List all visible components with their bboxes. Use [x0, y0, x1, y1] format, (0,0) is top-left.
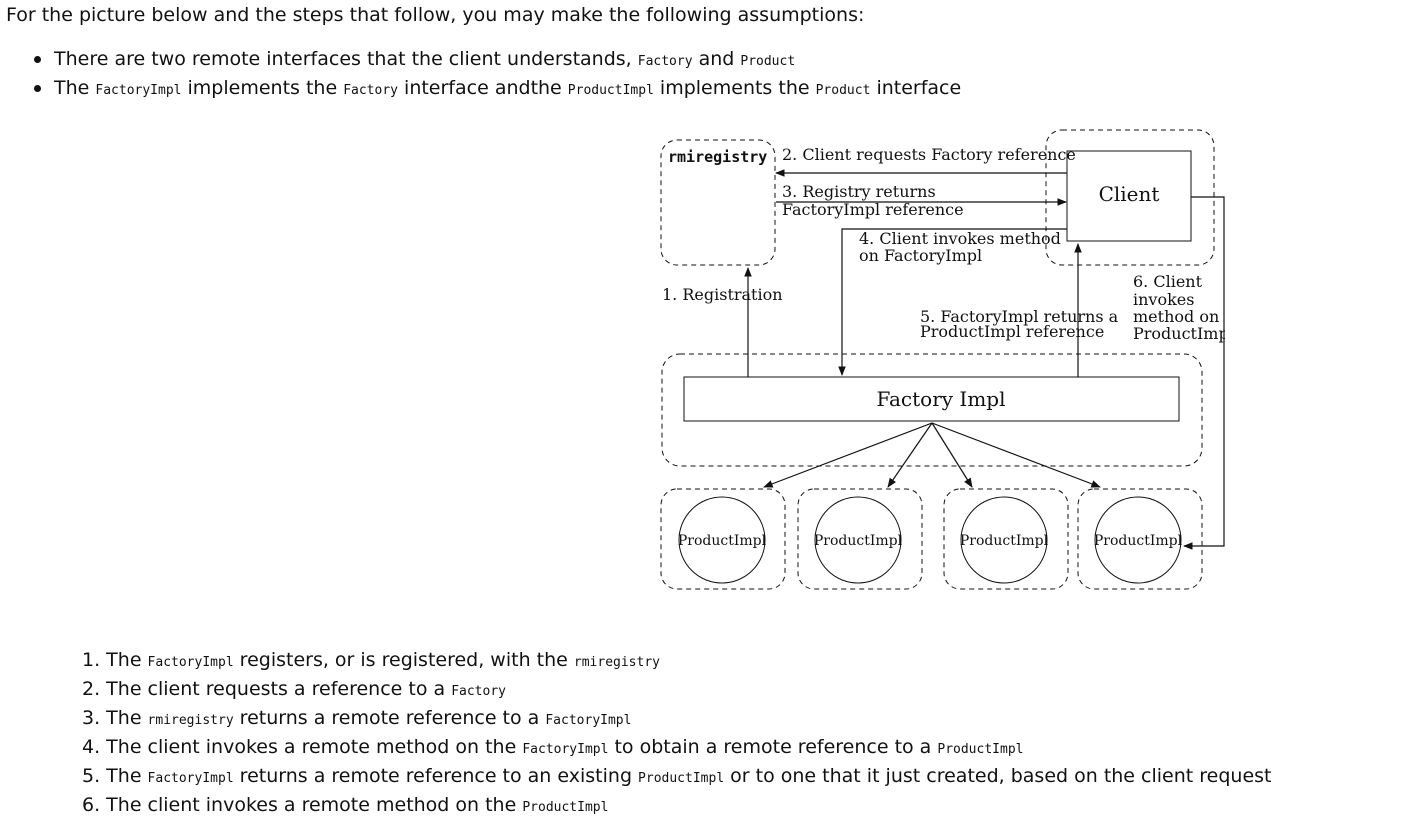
- client-product-label: method on: [1133, 307, 1219, 326]
- client-container: [1045, 129, 1215, 266]
- assumption-text: and: [692, 48, 741, 70]
- product-container: [660, 488, 786, 590]
- client-product-arrow: [1183, 196, 1225, 550]
- step-text: or to one that it just created, based on…: [724, 765, 1272, 787]
- factory-impl-box: [683, 376, 1180, 422]
- product-impl-circle: [678, 496, 766, 584]
- code-factoryimpl: FactoryImpl: [545, 713, 632, 728]
- client-invoke-label: 4. Client invokes method: [859, 229, 1061, 248]
- step-text: returns a remote reference to an existin…: [233, 765, 639, 787]
- assumption-item: There are two remote interfaces that the…: [34, 46, 961, 75]
- assumption-text: The: [54, 77, 96, 99]
- step-text: returns a remote reference to a: [233, 707, 546, 729]
- product-container: [797, 488, 923, 590]
- step-item: 6. The client invokes a remote method on…: [82, 792, 1272, 821]
- product-container: [943, 488, 1069, 590]
- code-productimpl: ProductImpl: [937, 742, 1024, 757]
- registration-label: 1. Registration: [662, 285, 783, 304]
- factory-return-label: 5. FactoryImpl returns a: [920, 307, 1119, 326]
- step-text: 6. The client invokes a remote method on…: [82, 794, 523, 816]
- assumption-text: interface andthe: [398, 77, 568, 99]
- code-factory: Factory: [451, 684, 506, 699]
- rmiregistry-box: [660, 139, 776, 266]
- product-impl-label: ProductImpl: [814, 533, 903, 549]
- client-product-label: invokes: [1133, 290, 1194, 309]
- code-factoryimpl: FactoryImpl: [147, 771, 234, 786]
- code-productimpl: ProductImpl: [522, 800, 609, 815]
- step-item: 1. The FactoryImpl registers, or is regi…: [82, 647, 1272, 676]
- rmi-diagram: rmiregistry Client Factory Impl ProductI…: [660, 129, 1225, 590]
- code-factoryimpl: FactoryImpl: [147, 655, 234, 670]
- fanout-arrow: [887, 422, 933, 488]
- product-impl-circle: [814, 496, 902, 584]
- client-product-label: 6. Client: [1133, 272, 1203, 291]
- code-factory: Factory: [637, 54, 693, 69]
- step-text: 5. The: [82, 765, 148, 787]
- registry-return-label: FactoryImpl reference: [782, 200, 964, 219]
- client-request-label: 2. Client requests Factory reference: [782, 145, 1076, 164]
- factory-impl-label: Factory Impl: [876, 387, 1005, 411]
- client-invoke-label: on FactoryImpl: [859, 246, 982, 265]
- code-factoryimpl: FactoryImpl: [95, 83, 182, 98]
- client-product-label: ProductImpl: [1133, 324, 1225, 343]
- client-label: Client: [1099, 182, 1160, 206]
- step-item: 3. The rmiregistry returns a remote refe…: [82, 705, 1272, 734]
- step-item: 4. The client invokes a remote method on…: [82, 734, 1272, 763]
- step-item: 5. The FactoryImpl returns a remote refe…: [82, 763, 1272, 792]
- registry-return-label: 3. Registry returns: [782, 182, 936, 201]
- step-text: to obtain a remote reference to a: [608, 736, 938, 758]
- product-impl-label: ProductImpl: [960, 533, 1049, 549]
- fanout-arrow: [763, 422, 933, 488]
- product-impl-label: ProductImpl: [1094, 533, 1183, 549]
- step-text: 1. The: [82, 649, 148, 671]
- code-product: Product: [740, 54, 796, 69]
- step-text: 3. The: [82, 707, 148, 729]
- assumptions-list: There are two remote interfaces that the…: [34, 46, 961, 104]
- assumption-item: The FactoryImpl implements the Factory i…: [34, 75, 961, 104]
- fanout-arrow: [931, 422, 973, 488]
- product-impl-circle: [960, 496, 1048, 584]
- code-productimpl: ProductImpl: [638, 771, 725, 786]
- assumption-text: There are two remote interfaces that the…: [54, 48, 638, 70]
- assumption-text: implements the: [181, 77, 344, 99]
- client-invoke-arrow: [838, 228, 1067, 376]
- code-rmiregistry: rmiregistry: [573, 655, 660, 670]
- product-impl-circle: [1094, 496, 1182, 584]
- code-rmiregistry: rmiregistry: [147, 713, 234, 728]
- factory-return-label: ProductImpl reference: [920, 322, 1104, 341]
- code-factory: Factory: [343, 83, 398, 98]
- rmiregistry-label: rmiregistry: [668, 148, 767, 166]
- product-container: [1077, 488, 1203, 590]
- step-item: 2. The client requests a reference to a …: [82, 676, 1272, 705]
- product-impl-label: ProductImpl: [678, 533, 767, 549]
- step-text: 4. The client invokes a remote method on…: [82, 736, 523, 758]
- step-text: registers, or is registered, with the: [233, 649, 574, 671]
- factory-container: [661, 353, 1203, 467]
- code-product: Product: [815, 83, 871, 98]
- steps-list: 1. The FactoryImpl registers, or is regi…: [82, 647, 1272, 821]
- fanout-arrow: [931, 422, 1101, 488]
- assumption-text: interface: [870, 77, 962, 99]
- intro-text: For the picture below and the steps that…: [6, 4, 865, 26]
- step-text: 2. The client requests a reference to a: [82, 678, 452, 700]
- code-factoryimpl: FactoryImpl: [522, 742, 609, 757]
- assumption-text: implements the: [653, 77, 816, 99]
- client-box: [1066, 150, 1192, 242]
- code-productimpl: ProductImpl: [567, 83, 654, 98]
